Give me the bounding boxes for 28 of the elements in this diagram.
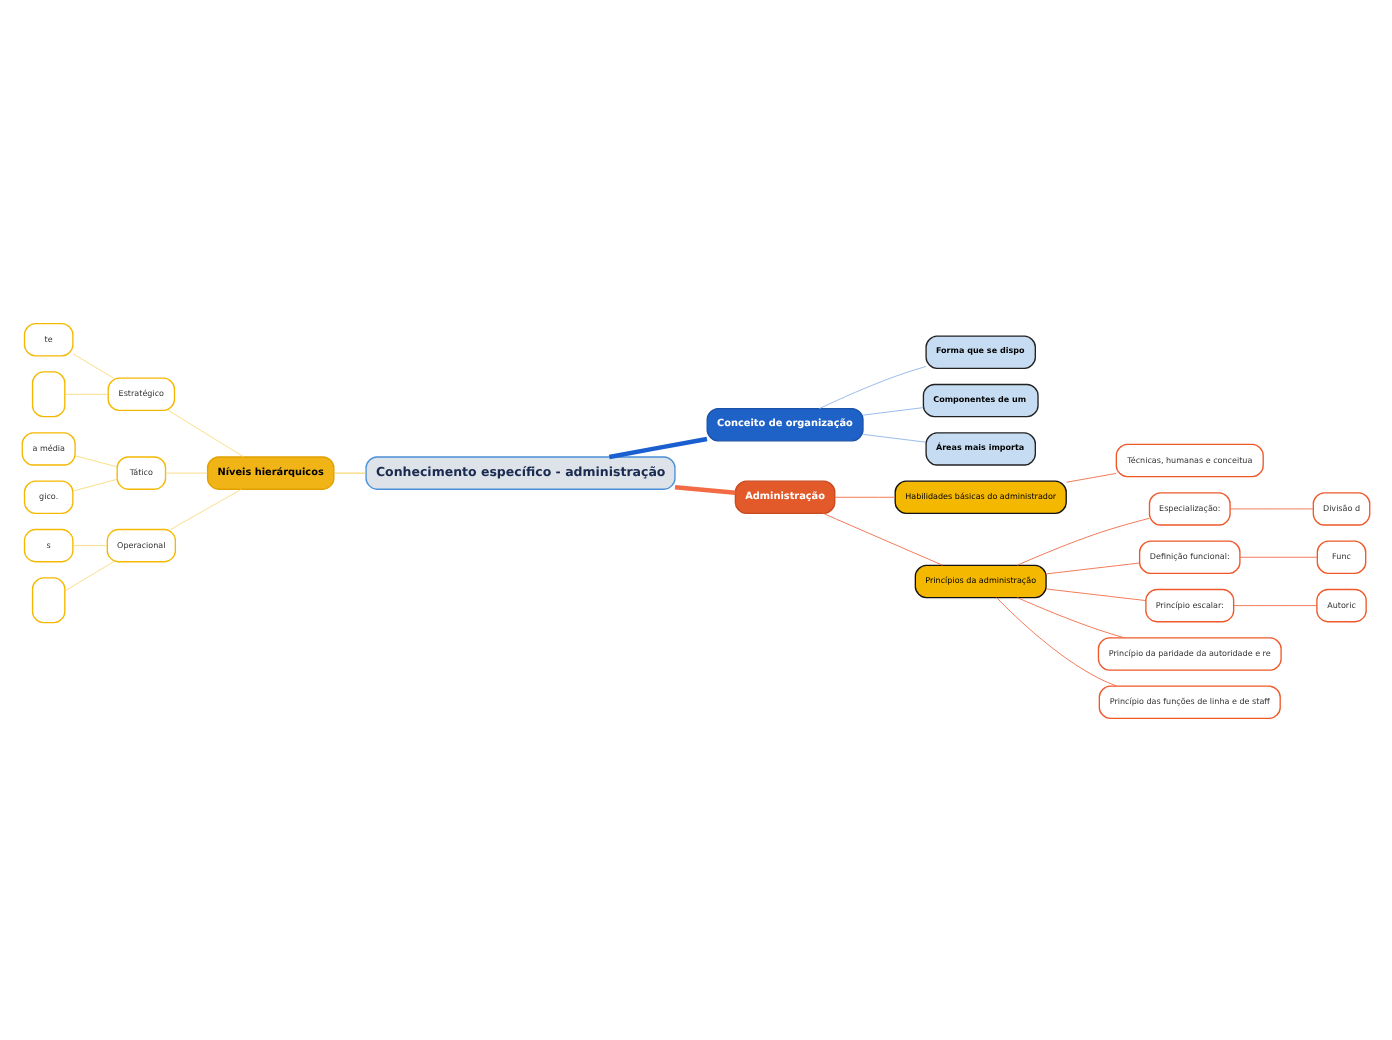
connector — [608, 435, 708, 459]
connector — [64, 392, 109, 394]
connector — [1229, 507, 1314, 509]
connector — [674, 484, 736, 495]
connector — [1066, 472, 1117, 482]
connector — [862, 432, 927, 442]
connector — [1239, 555, 1318, 557]
connector — [834, 495, 896, 497]
node-box — [31, 370, 66, 417]
connector — [1045, 587, 1147, 601]
connector — [822, 511, 943, 565]
connector — [64, 560, 114, 591]
connector — [333, 471, 367, 473]
node-box — [31, 576, 66, 623]
connector — [818, 364, 927, 409]
connector — [72, 352, 115, 378]
connector — [165, 471, 208, 473]
connector — [1016, 516, 1150, 565]
connector — [170, 487, 242, 529]
connector — [72, 544, 108, 546]
connector — [1045, 561, 1140, 574]
connector — [1233, 604, 1318, 606]
connector — [74, 454, 118, 467]
connector — [72, 477, 118, 491]
connector — [167, 409, 244, 457]
connector — [1016, 596, 1125, 638]
connector — [996, 596, 1118, 686]
connector — [862, 406, 924, 415]
